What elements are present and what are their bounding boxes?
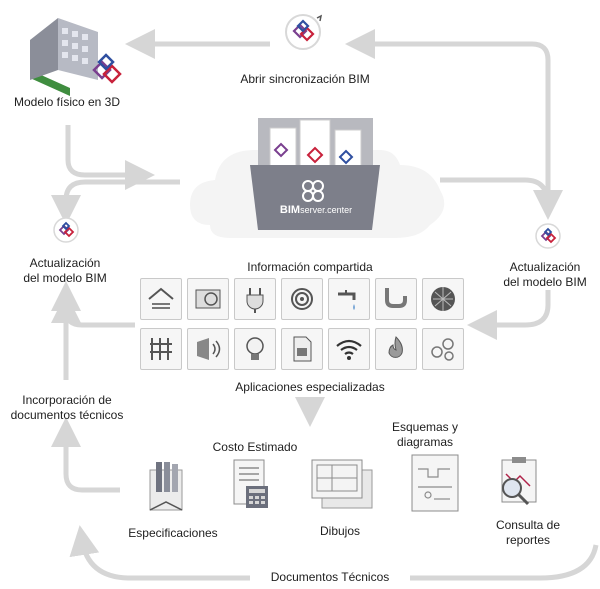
paper-logos: [273, 142, 354, 165]
sphere-mesh-icon: [431, 287, 455, 311]
sync-logo-left: [53, 217, 79, 243]
schematics-icon: [411, 454, 459, 512]
label-incorp-1: Incorporación de: [22, 393, 112, 407]
label-esquemas-2: diagramas: [396, 435, 454, 449]
arrow-cloud-to-left: [51, 179, 180, 225]
cost-estimate-icon: [233, 459, 268, 508]
server-logo: [302, 180, 324, 202]
bulb-icon: [246, 337, 264, 360]
building-icon: [30, 18, 122, 96]
server-brand-main: BIM: [279, 204, 301, 216]
arrow-apps-to-left: [51, 281, 135, 328]
app-acoustic[interactable]: [187, 328, 229, 370]
app-coil[interactable]: [281, 278, 323, 320]
label-consulta-1: Consulta de: [495, 518, 561, 532]
label-act-left-2: del modelo BIM: [23, 271, 107, 285]
nodes-icon: [431, 338, 454, 361]
structure-icon: [150, 338, 172, 360]
arrow-right-down: [440, 177, 563, 220]
app-drain[interactable]: [375, 278, 417, 320]
drawings-icon: [311, 459, 373, 509]
app-nodes[interactable]: [422, 328, 464, 370]
sync-logo-top: [285, 14, 323, 50]
label-consulta-2: reportes: [505, 533, 551, 547]
app-document[interactable]: [281, 328, 323, 370]
apps-grid: [140, 278, 470, 374]
server-brand-suffix: server.center: [300, 205, 353, 215]
roof-icon: [148, 287, 174, 309]
pipe-coil-icon: [291, 288, 313, 310]
document-icon: [293, 336, 312, 362]
faucet-icon: [338, 290, 356, 310]
arrow-docs-up-left: [51, 417, 120, 493]
arrow-building-to-cloud: [65, 125, 155, 190]
app-structure[interactable]: [140, 328, 182, 370]
label-apps: Aplicaciones especializadas: [235, 380, 385, 394]
label-esquemas-1: Esquemas y: [391, 420, 459, 434]
report-icon: [501, 457, 537, 506]
plug-icon: [246, 288, 264, 313]
label-abrir: Abrir sincronización BIM: [240, 72, 370, 86]
fire-icon: [388, 336, 403, 358]
app-bulb[interactable]: [234, 328, 276, 370]
app-roof[interactable]: [140, 278, 182, 320]
sync-logo-right: [535, 223, 561, 249]
app-fire[interactable]: [375, 328, 417, 370]
label-incorp-2: documentos técnicos: [10, 408, 124, 422]
label-act-right-2: del modelo BIM: [503, 275, 587, 289]
arrow-right-into-apps: [467, 290, 551, 340]
label-dibujos: Dibujos: [319, 524, 361, 538]
hvac-icon: [195, 289, 221, 309]
specifications-icon: [149, 462, 183, 511]
label-modelo: Modelo físico en 3D: [13, 95, 121, 109]
label-especificaciones: Especificaciones: [128, 526, 218, 540]
server-folder: [250, 118, 380, 230]
app-faucet[interactable]: [328, 278, 370, 320]
label-act-left-1: Actualización: [29, 256, 101, 270]
app-hvac[interactable]: [187, 278, 229, 320]
label-act-right-1: Actualización: [509, 260, 581, 274]
wifi-icon: [336, 339, 362, 360]
app-sphere[interactable]: [422, 278, 464, 320]
app-wifi[interactable]: [328, 328, 370, 370]
server-brand: BIMserver.center: [266, 203, 366, 218]
label-costo: Costo Estimado: [212, 440, 298, 454]
label-documentos: Documentos Técnicos: [250, 570, 410, 585]
label-info: Información compartida: [247, 260, 373, 274]
app-plug[interactable]: [234, 278, 276, 320]
drain-pipe-icon: [385, 288, 407, 308]
acoustic-icon: [197, 338, 221, 360]
arrow-top-right: [345, 29, 551, 200]
